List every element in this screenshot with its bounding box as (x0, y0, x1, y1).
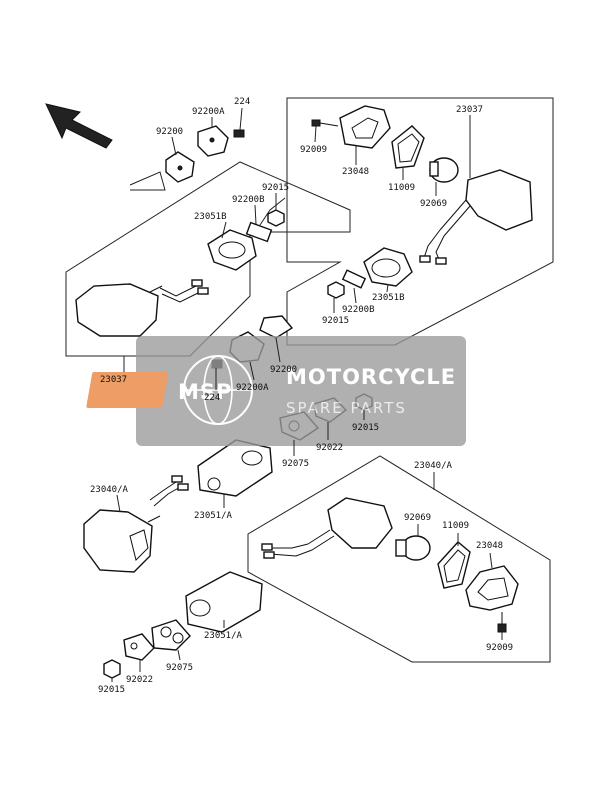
label-23037-left: 23037 (100, 375, 127, 385)
label-23051A-mid: 23051/A (194, 511, 233, 521)
bracket-92200A-top (197, 125, 229, 157)
front-direction-arrow-icon (45, 103, 113, 149)
signal-body-top-left (75, 279, 209, 337)
signal-body-top-right (419, 169, 533, 265)
label-224-top: 224 (234, 97, 250, 107)
bottom-left-parts (103, 571, 263, 679)
cover-23051B-right (363, 247, 413, 287)
label-92200A-top: 92200A (192, 107, 225, 117)
bulb-92069-bottom (395, 535, 431, 561)
watermark-background (136, 336, 466, 446)
label-92069-top: 92069 (420, 199, 447, 209)
leader-lines (111, 107, 503, 682)
plate-92022-bottom (123, 633, 155, 661)
label-23048-bot: 23048 (476, 541, 503, 551)
front-left-signal-23040A (83, 475, 189, 573)
rear-right-signal-group (286, 97, 554, 346)
label-92009-bot: 92009 (486, 643, 513, 653)
bracket-92200-top (165, 151, 195, 183)
label-92069-bot: 92069 (404, 513, 431, 523)
gasket-11009-bottom (437, 541, 471, 589)
label-92075-bot: 92075 (166, 663, 193, 673)
screw-92009-bottom (497, 612, 507, 633)
label-92075-mid: 92075 (282, 459, 309, 469)
watermark: MSP MOTORCYCLE SPARE PARTS (86, 336, 466, 446)
cover-23051B-left (207, 229, 257, 271)
lens-23048-top (339, 105, 391, 149)
watermark-logo: MSP (178, 380, 232, 404)
label-92200B-a: 92200B (232, 195, 265, 205)
label-92022-mid: 92022 (316, 443, 343, 453)
part-labels: 224 92200A 92200 23037 92009 23048 11009… (90, 97, 513, 695)
label-92009-top: 92009 (300, 145, 327, 155)
label-23051A-bot: 23051/A (204, 631, 243, 641)
label-23048-top: 23048 (342, 167, 369, 177)
front-right-signal-group (247, 455, 551, 663)
grommet-92075-bottom (151, 619, 191, 651)
label-224-mid: 224 (204, 393, 220, 403)
label-92022-bot: 92022 (126, 675, 153, 685)
bulb-92069-top (429, 157, 459, 183)
rear-left-signal-group (65, 125, 351, 357)
cover-23051A-bottom (185, 571, 263, 633)
gasket-11009-top (391, 125, 425, 169)
watermark-title: MOTORCYCLE (286, 365, 456, 389)
nut-92015-right (327, 281, 345, 299)
plate-92200B-right (341, 269, 367, 289)
label-11009-bot: 11009 (442, 521, 469, 531)
signal-body-bottom-right (261, 497, 393, 559)
label-23051B-b: 23051B (372, 293, 405, 303)
label-23051B-a: 23051B (194, 212, 227, 222)
label-92015-bot: 92015 (98, 685, 125, 695)
lens-23048-bottom (465, 565, 519, 611)
plate-92200B-left (245, 221, 273, 243)
label-92015-mid: 92015 (352, 423, 379, 433)
label-23037-top: 23037 (456, 105, 483, 115)
label-11009-top: 11009 (388, 183, 415, 193)
nut-92015-bottom (103, 659, 121, 679)
label-92200-top: 92200 (156, 127, 183, 137)
label-92200A-mid: 92200A (236, 383, 269, 393)
label-23040A-right: 23040/A (414, 461, 453, 471)
label-92015-a: 92015 (262, 183, 289, 193)
screw-92009-top (311, 119, 339, 127)
nut-92015-left (267, 209, 285, 227)
cover-23051A-mid (197, 439, 273, 497)
bolt-224-top (233, 129, 245, 138)
label-92200B-b: 92200B (342, 305, 375, 315)
label-92015-b: 92015 (322, 316, 349, 326)
label-92200-mid: 92200 (270, 365, 297, 375)
label-23040A-left: 23040/A (90, 485, 129, 495)
watermark-subtitle: SPARE PARTS (286, 399, 407, 417)
